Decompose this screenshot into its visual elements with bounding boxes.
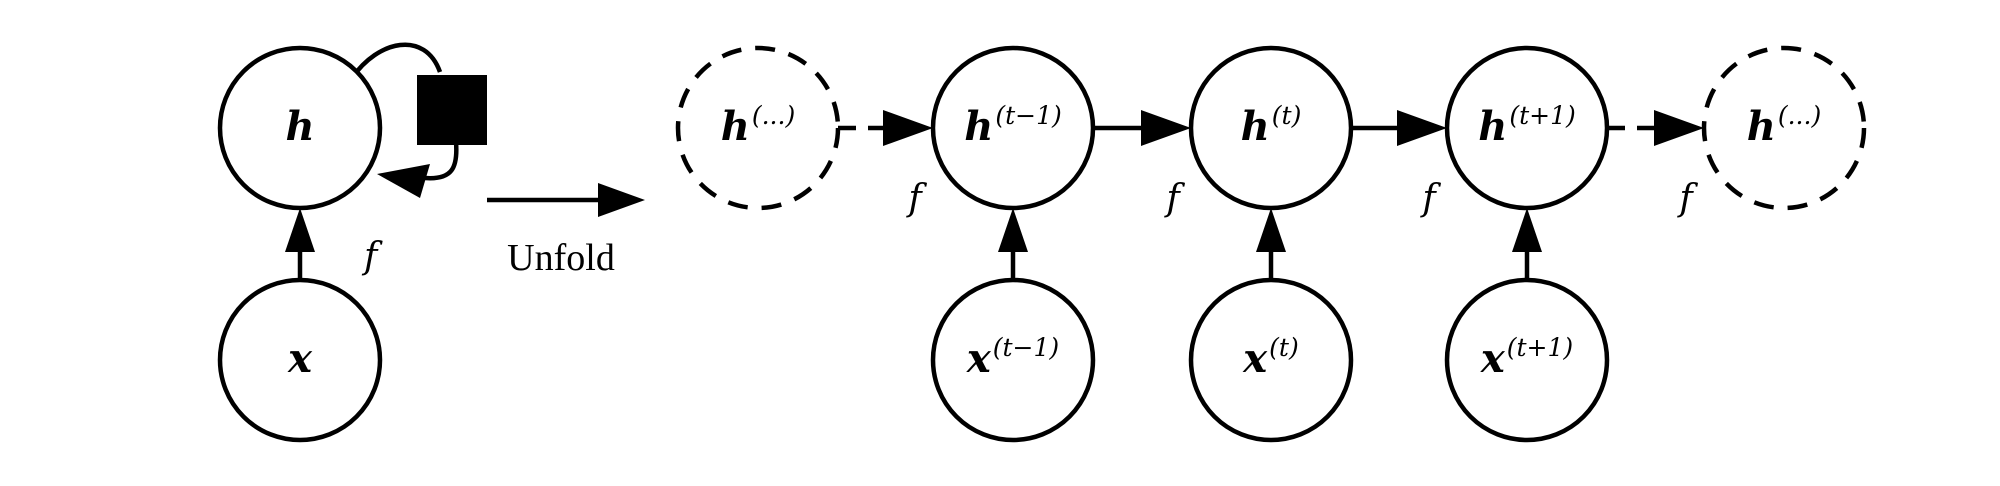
hidden-node-label: h(t−1) xyxy=(964,101,1062,150)
input-arrowhead xyxy=(1512,208,1542,252)
folded-hidden-label: h xyxy=(285,103,314,150)
input-node-label: x(t+1) xyxy=(1480,333,1573,382)
input-node xyxy=(1188,277,1354,443)
folded-input-arrowhead xyxy=(285,208,315,252)
hidden-node-label: h(t+1) xyxy=(1478,101,1576,150)
hidden-node-label: h(...) xyxy=(1747,101,1821,150)
f-label: f xyxy=(905,178,927,219)
hidden-node-label: h(...) xyxy=(721,101,795,150)
folded-recurrent-loop xyxy=(350,42,459,181)
input-node xyxy=(1444,277,1610,443)
folded-graph: h x f xyxy=(217,42,487,443)
input-node-label: x(t−1) xyxy=(966,333,1059,382)
hidden-node-ellipsis xyxy=(675,45,841,211)
recurrent-arrowhead xyxy=(1141,110,1191,146)
input-arrowhead xyxy=(998,208,1028,252)
f-label: f xyxy=(1676,178,1698,219)
folded-input-label: x xyxy=(287,335,313,382)
folded-hidden-node xyxy=(217,45,383,211)
unfold-arrowhead xyxy=(598,183,645,217)
unfold-arrow-group: Unfold xyxy=(487,183,645,279)
input-node-label: x(t) xyxy=(1242,333,1298,382)
folded-input-node xyxy=(217,277,383,443)
recurrent-arrowhead xyxy=(1654,110,1704,146)
unfolded-graph: f f f f h(...) h(t−1) h(t) h(t+1) h(...) x(t−1) x(… xyxy=(675,45,1867,443)
recurrent-arrowhead xyxy=(1397,110,1447,146)
folded-loop-arrowhead xyxy=(377,164,430,198)
folded-f-label: f xyxy=(361,236,383,277)
time-delay-square xyxy=(417,75,487,145)
f-label: f xyxy=(1163,178,1185,219)
f-label: f xyxy=(1419,178,1441,219)
hidden-node-ellipsis xyxy=(1701,45,1867,211)
input-node xyxy=(930,277,1096,443)
input-arrowhead xyxy=(1256,208,1286,252)
unfold-label: Unfold xyxy=(507,237,615,279)
recurrent-arrowhead xyxy=(883,110,933,146)
hidden-node-label: h(t) xyxy=(1241,101,1302,150)
